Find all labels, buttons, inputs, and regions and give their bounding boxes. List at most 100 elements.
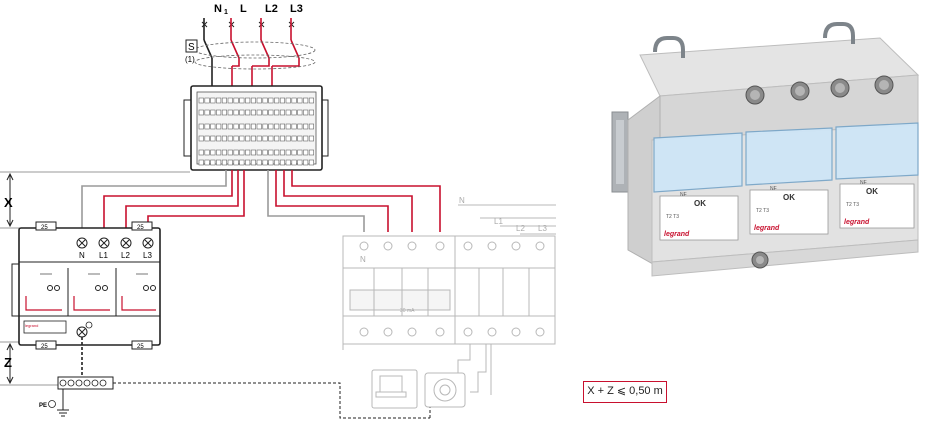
block-terminal [239,149,245,156]
block-terminal [297,97,303,104]
block-terminal [303,135,309,142]
rcd-rating: 30 mA [400,308,415,314]
panel-n-label: N [459,196,465,205]
earth-connection [48,337,431,419]
block-terminal [308,97,315,104]
block-terminal [227,109,233,116]
block-terminal [233,149,239,156]
block-terminal [268,159,274,166]
spd-brand: legrand [25,323,38,328]
block-terminal [198,123,204,130]
block-terminal [274,149,280,156]
block-terminal [303,97,309,104]
block-terminal [285,97,291,104]
distance-note: X + Z ⩽ 0,50 m [583,381,667,403]
block-terminal [210,109,216,116]
block-terminal [233,159,239,166]
module-2-logo: NF [770,186,777,192]
block-terminal [216,123,222,130]
switch-symbol-text: S [188,42,195,53]
panel-screw [463,241,473,251]
switch-ref: (1) [185,55,195,64]
module-3-type: T2 T3 [846,202,859,208]
block-terminal [297,149,303,156]
product-photo: OK OK OK T2 T3 T2 T3 T2 T3 NF NF NF legr… [611,22,920,277]
panel-screw [511,241,521,251]
block-terminal [268,97,274,104]
block-terminal [297,135,303,142]
block-terminal [303,159,309,166]
block-terminal [303,149,309,156]
block-terminal [250,109,256,116]
block-terminal [297,159,303,166]
block-terminal [216,109,222,116]
block-terminal [204,97,210,104]
module-2-type: T2 T3 [756,208,769,214]
module-3-status: OK [866,187,878,196]
block-terminal [291,135,297,142]
block-terminal [256,149,262,156]
module-3-brand: legrand [844,219,870,226]
block-terminal [279,97,286,104]
block-terminal [198,135,204,142]
panel-screw [535,241,545,251]
block-terminal [279,135,286,142]
block-terminal [250,135,256,142]
block-terminal [285,123,291,130]
block-terminal [268,123,274,130]
block-terminal [291,97,297,104]
block-terminal [210,135,216,142]
panel-screw [487,327,497,337]
block-terminal [250,123,256,130]
block-terminal [308,135,315,142]
block-terminal [198,109,204,116]
panel-screw [359,327,369,337]
dimension-x-label: X [4,195,13,210]
block-terminal [210,97,216,104]
panel-l1-label: L1 [494,217,503,226]
block-terminal [204,123,210,130]
terminal-n-sub: 1 [224,9,228,16]
surge-protector: 25 25 25 25 N L1 L2 L3 [11,221,161,350]
spd-rating-bottom-right: 25 [137,344,144,350]
block-terminal [204,159,210,166]
block-terminal [221,109,227,116]
block-terminal [268,149,274,156]
spd-rating-top-right: 25 [137,225,144,231]
panel-screw [435,327,445,337]
block-terminal [256,135,262,142]
block-terminal [308,149,315,156]
panel-l2-label: L2 [516,224,525,233]
block-terminal [291,123,297,130]
spd-l1-label: L1 [99,251,108,260]
block-terminal [245,97,251,104]
block-terminal [279,149,286,156]
block-terminal [221,123,227,130]
module-1-logo: NF [680,192,687,198]
block-terminal [204,149,210,156]
panel-screw [359,241,369,251]
block-terminal [239,135,245,142]
block-terminal [245,109,251,116]
block-terminal [285,159,291,166]
block-terminal [221,149,227,156]
module-3-logo: NF [860,180,867,186]
block-terminal [239,123,245,130]
block-terminal [245,149,251,156]
block-terminal [221,135,227,142]
panel-screw [383,327,393,337]
block-terminal [303,109,309,116]
block-terminal [303,123,309,130]
module-1-status: OK [694,199,706,208]
block-terminal [198,159,204,166]
distribution-block [183,85,329,171]
block-terminal [274,135,280,142]
block-terminal [297,123,303,130]
block-terminal [210,149,216,156]
panel-screw [487,241,497,251]
block-terminal [274,123,280,130]
block-terminal [274,109,280,116]
block-terminal [262,135,268,142]
panel-screw [383,241,393,251]
block-terminal [256,159,262,166]
